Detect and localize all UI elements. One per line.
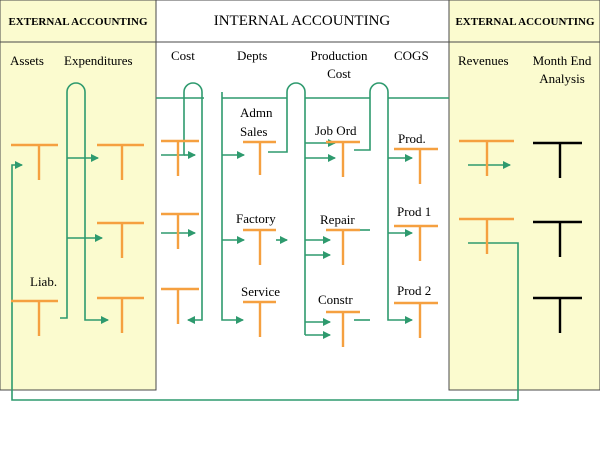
label-prod1: Prod 1 (397, 204, 431, 219)
t-accounts-orange (11, 139, 514, 347)
label-liab: Liab. (30, 274, 57, 289)
label-prod: Prod. (398, 131, 426, 146)
external-left-panel (0, 41, 157, 391)
header-internal: INTERNAL ACCOUNTING (214, 13, 391, 29)
label-service: Service (241, 284, 280, 299)
label-constr: Constr (318, 292, 353, 307)
column-cost: Cost (171, 48, 195, 63)
column-cogs: COGS (394, 48, 429, 63)
column-month-end-analysis: Analysis (539, 71, 585, 86)
header-box-external-right (448, 0, 600, 43)
column-depts: Depts (237, 48, 267, 63)
external-right-panel (448, 41, 600, 391)
column-expenditures: Expenditures (64, 53, 133, 68)
column-production: Production (310, 48, 368, 63)
t-accounts-black (533, 141, 582, 333)
label-job-ord: Job Ord (315, 123, 357, 138)
header-external-left: EXTERNAL ACCOUNTING (8, 16, 147, 28)
header-external-right: EXTERNAL ACCOUNTING (455, 16, 594, 28)
label-admn: Admn (240, 105, 273, 120)
label-repair: Repair (320, 212, 355, 227)
column-revenues: Revenues (458, 53, 509, 68)
label-prod2: Prod 2 (397, 283, 431, 298)
flow-lines (11, 82, 519, 401)
header-box-internal (155, 0, 450, 43)
label-factory: Factory (236, 211, 276, 226)
column-assets: Assets (10, 53, 44, 68)
column-month-end: Month End (533, 53, 592, 68)
column-production-cost: Cost (327, 66, 351, 81)
label-sales: Sales (240, 124, 267, 139)
